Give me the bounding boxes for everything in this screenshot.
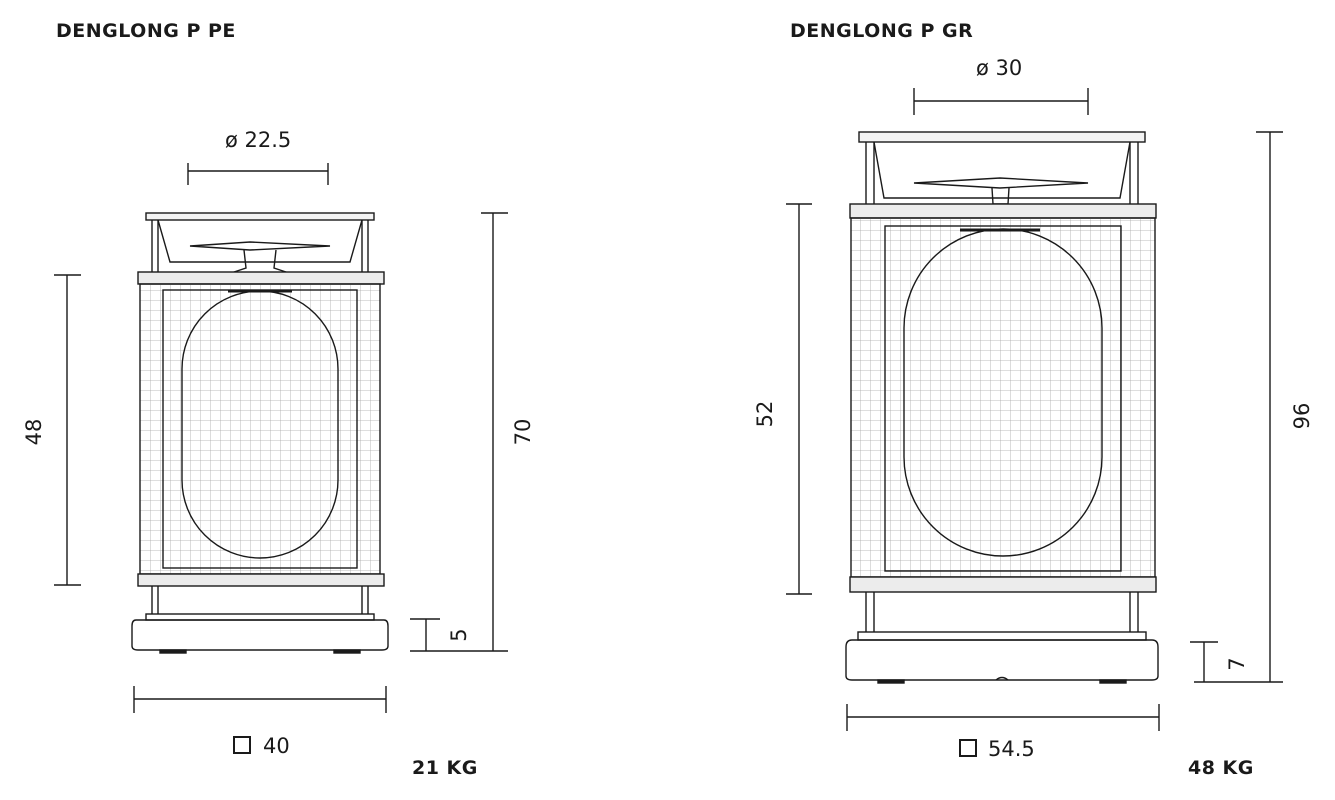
lamp1-diameter-label: ø 22.5 xyxy=(225,128,291,152)
lamp2-base-height-label: 7 xyxy=(1225,657,1249,670)
lamp1-base-width-label: 40 xyxy=(263,734,290,758)
lamp2-drawing xyxy=(845,131,1159,684)
lamp1-base-height-label: 5 xyxy=(447,628,471,641)
lamp2-weight: 48 KG xyxy=(1188,757,1254,779)
lamp2-total-height-label: 96 xyxy=(1290,403,1314,430)
lamp1-total-height-label: 70 xyxy=(511,419,535,446)
lamp2-base-width-label: 54.5 xyxy=(988,737,1035,761)
lamp1-weight: 21 KG xyxy=(412,757,478,779)
lamp2-title: DENGLONG P GR xyxy=(790,20,974,42)
lamp2-shade-height-label: 52 xyxy=(753,401,777,428)
lamp2-dimensions xyxy=(786,88,1283,757)
lamp2-diameter-label: ø 30 xyxy=(976,56,1022,80)
lamp1-dimensions xyxy=(54,163,508,754)
lamp1-title: DENGLONG P PE xyxy=(56,20,236,42)
lamp1-shade-height-label: 48 xyxy=(22,419,46,446)
lamp1-drawing xyxy=(131,212,389,654)
